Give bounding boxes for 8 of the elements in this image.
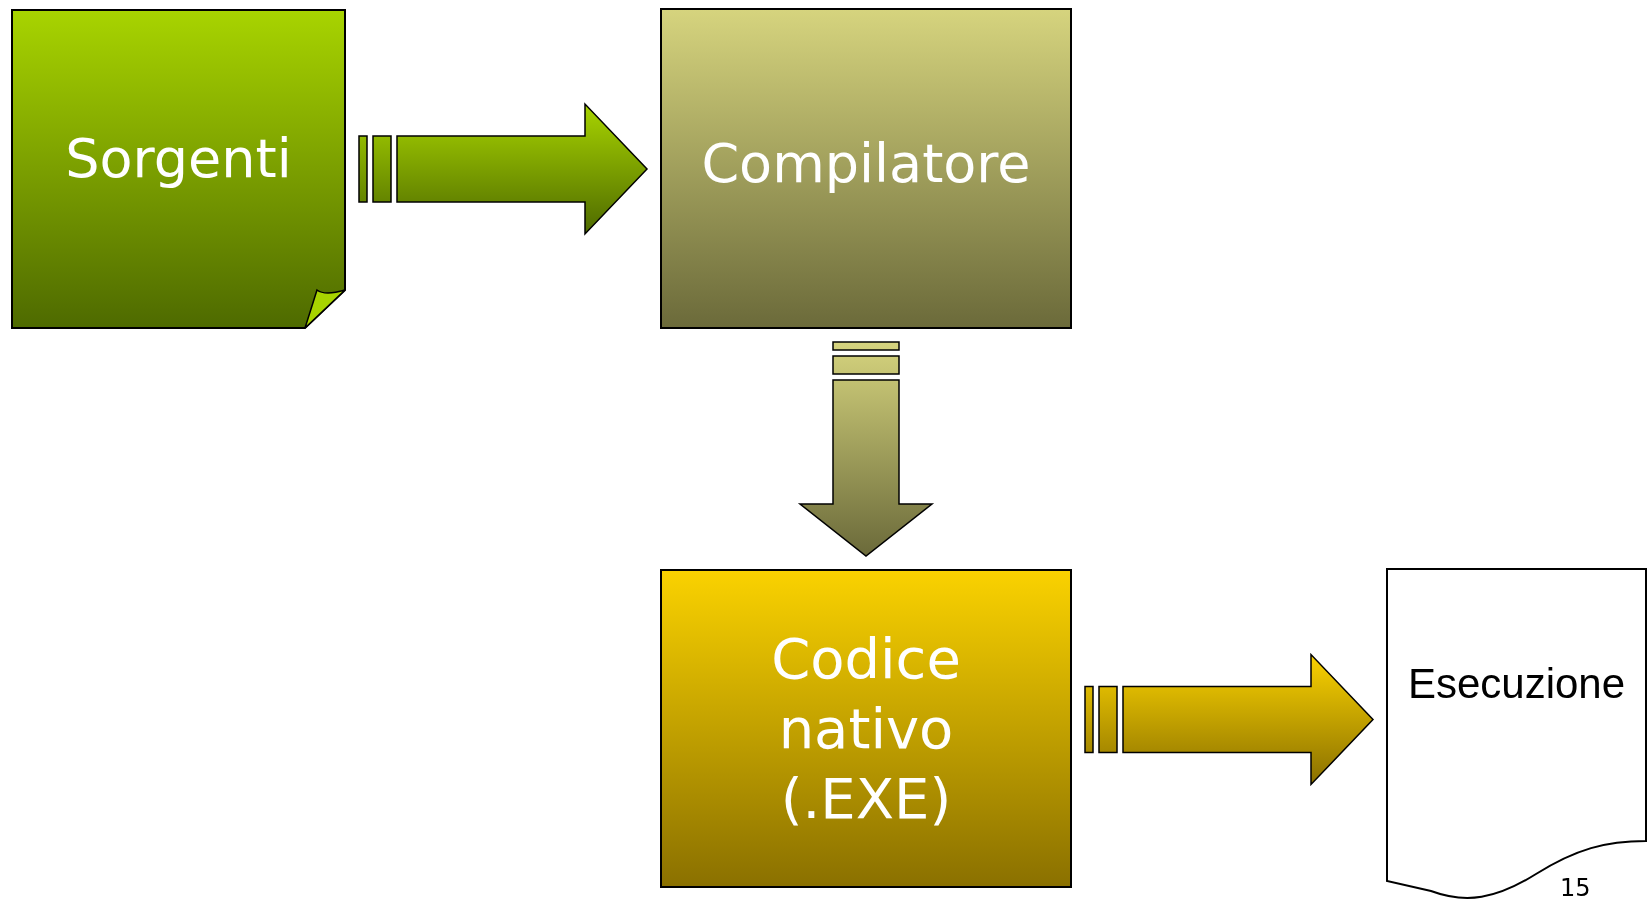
block-arrow	[358, 102, 649, 236]
node-label: Compilatore	[701, 130, 1031, 197]
block-arrow	[797, 341, 935, 557]
node-label: Esecuzione	[1407, 658, 1626, 709]
block-arrow	[1084, 652, 1375, 787]
node-label: Codice nativo (.EXE)	[770, 624, 962, 833]
page-number: 15	[1560, 874, 1591, 902]
node-label: Sorgenti	[65, 126, 292, 193]
